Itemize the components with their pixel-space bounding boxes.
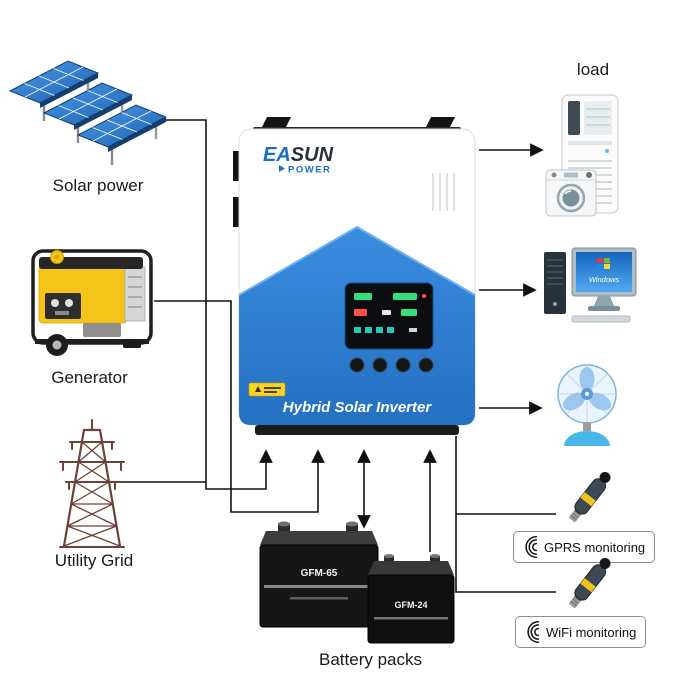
fan-blades bbox=[562, 367, 612, 411]
brand-ea: EA bbox=[263, 144, 291, 166]
computer-illustration: Windows bbox=[542, 246, 642, 324]
washing-machine-illustration bbox=[544, 166, 600, 220]
battery-left: GFM-65 bbox=[259, 521, 379, 628]
wifi-monitoring-label: WiFi monitoring bbox=[546, 624, 637, 640]
gprs-monitoring-label: GPRS monitoring bbox=[544, 539, 646, 555]
generator-illustration bbox=[25, 235, 160, 360]
wifi-sensor-illustration bbox=[562, 548, 616, 618]
generator-label: Generator bbox=[51, 368, 128, 387]
easun-power-logo: EASUN POWER bbox=[263, 144, 334, 176]
battery-right-model: GFM-24 bbox=[394, 600, 427, 610]
inverter-bottom-ports bbox=[255, 425, 459, 435]
battery-packs-label: Battery packs bbox=[319, 650, 422, 669]
signal-waves-icon bbox=[525, 536, 538, 558]
heat-fin-icon bbox=[233, 151, 240, 181]
inverter-buttons bbox=[349, 357, 434, 373]
product-name-label: Hybrid Solar Inverter bbox=[283, 399, 433, 416]
generator-to-inverter-wire bbox=[154, 300, 325, 513]
utility-grid-label: Utility Grid bbox=[54, 551, 134, 570]
fan-illustration bbox=[548, 362, 626, 450]
gprs-sensor-illustration bbox=[562, 462, 616, 532]
wifi-monitoring-tag: WiFi monitoring bbox=[515, 616, 647, 648]
inverter-to-wifi-monitor-wire bbox=[455, 436, 556, 593]
battery-left-model: GFM-65 bbox=[301, 568, 338, 579]
svg-text:EASUN: EASUN bbox=[263, 144, 334, 166]
solar-to-inverter-wire bbox=[156, 119, 273, 490]
caution-sticker bbox=[248, 382, 286, 397]
pc-keyboard bbox=[571, 315, 631, 323]
solar-panels-illustration bbox=[8, 55, 168, 177]
fan-base bbox=[564, 431, 610, 446]
battery-packs-illustration: GFM-65 GFM-24 bbox=[250, 515, 460, 650]
monitor-screen-text: Windows bbox=[589, 275, 620, 284]
pc-tower bbox=[544, 252, 566, 314]
gprs-monitoring-tag: GPRS monitoring bbox=[513, 531, 656, 563]
warning-icon bbox=[255, 386, 261, 392]
brand-power: POWER bbox=[288, 165, 331, 176]
signal-waves-icon bbox=[527, 621, 540, 643]
windows-logo-icon bbox=[597, 258, 610, 269]
heat-fin-icon bbox=[233, 197, 240, 227]
solar-power-label: Solar power bbox=[52, 176, 144, 195]
battery-right: GFM-24 bbox=[367, 554, 455, 644]
brand-sun: SUN bbox=[291, 144, 334, 166]
inverter-display bbox=[344, 282, 434, 350]
load-label: load bbox=[576, 60, 610, 79]
utility-tower-illustration bbox=[50, 418, 134, 550]
logo-triangle-icon bbox=[279, 165, 285, 172]
inverter-device: EASUN POWER bbox=[233, 115, 481, 435]
